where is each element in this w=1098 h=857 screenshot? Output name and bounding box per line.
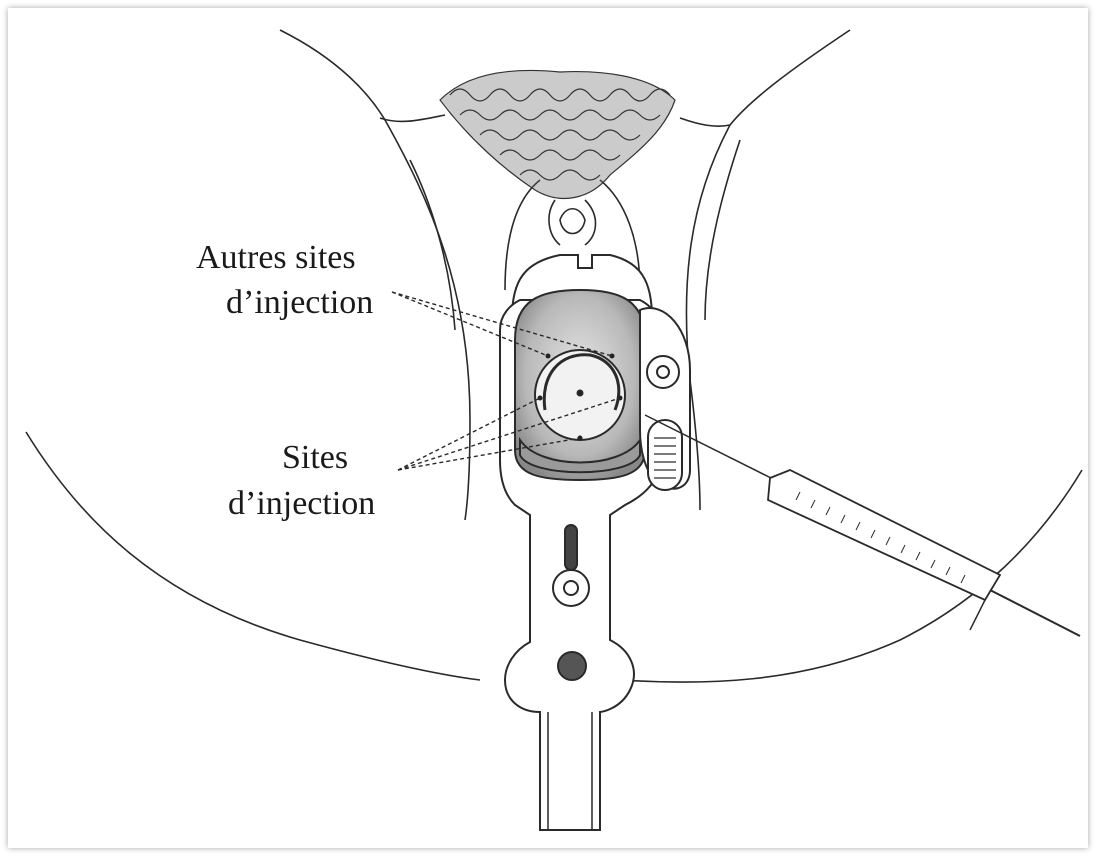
syringe-plunger: [990, 590, 1080, 636]
label-other-sites-line2: d’injection: [226, 283, 373, 323]
speculum: [500, 255, 690, 830]
handle-screw-inner: [564, 581, 578, 595]
pubic-hair: [440, 70, 675, 198]
right-groin-line: [680, 118, 730, 126]
left-thigh-outline: [26, 432, 480, 680]
side-screw-inner: [657, 366, 669, 378]
syringe-barrel: [768, 470, 1000, 600]
label-other-sites-line1: Autres sites: [196, 238, 356, 278]
right-inner-thigh: [686, 30, 850, 510]
label-sites-line1: Sites: [282, 438, 348, 478]
clitoral-hood: [560, 209, 585, 234]
handle-pivot: [558, 652, 586, 680]
handle-slot: [565, 525, 577, 570]
cervical-os: [578, 391, 583, 396]
label-sites-line2: d’injection: [228, 484, 375, 524]
labia-inner: [549, 200, 596, 245]
syringe: [645, 415, 1080, 636]
left-groin-line: [380, 115, 445, 121]
